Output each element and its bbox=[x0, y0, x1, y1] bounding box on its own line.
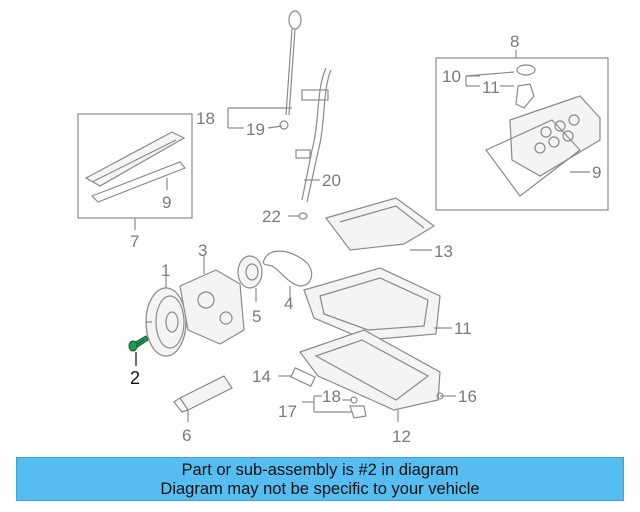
parts-diagram: 18 19 20 9 7 7 8 10 11 9 22 bbox=[77, 10, 609, 446]
valve-cover-right-part bbox=[485, 64, 601, 197]
callout-10: 10 bbox=[442, 67, 461, 86]
callout-5: 5 bbox=[252, 307, 261, 326]
timing-cover-part bbox=[179, 269, 245, 345]
dipstick-tube-part bbox=[295, 67, 332, 203]
oil-pan-lower-part bbox=[299, 329, 441, 411]
callout-13: 12 bbox=[392, 427, 411, 446]
callout-8-label: 8 bbox=[510, 32, 519, 51]
callout-4: 4 bbox=[284, 294, 293, 313]
callout-1: 1 bbox=[161, 261, 170, 280]
valve-cover-part bbox=[84, 131, 186, 203]
dipstick-part bbox=[279, 10, 302, 130]
drive-belt-part bbox=[262, 250, 313, 287]
info-banner: Part or sub-assembly is #2 in diagram Di… bbox=[16, 457, 624, 501]
callout-9a: 9 bbox=[162, 193, 171, 212]
callout-3: 3 bbox=[198, 241, 207, 260]
callout-9b: 9 bbox=[592, 163, 601, 182]
banner-line-2: Diagram may not be specific to your vehi… bbox=[160, 480, 480, 498]
callout-7: 7 bbox=[130, 232, 139, 251]
callout-6: 6 bbox=[182, 426, 191, 445]
water-pump-part bbox=[237, 255, 263, 289]
callout-17: 17 bbox=[278, 402, 297, 421]
bolt-part-highlighted[interactable] bbox=[128, 335, 149, 352]
callout-20: 19 bbox=[246, 120, 265, 139]
callout-18-label: 18 bbox=[322, 387, 341, 406]
callout-11: 11 bbox=[482, 78, 500, 97]
callout-2: 2 bbox=[130, 368, 140, 388]
callout-19: 18 bbox=[196, 109, 215, 128]
banner-line-1: Part or sub-assembly is #2 in diagram bbox=[181, 461, 459, 479]
oil-pan-upper-part bbox=[303, 267, 441, 341]
callout-14: 13 bbox=[434, 242, 453, 261]
sealant-tube-part bbox=[173, 375, 233, 413]
crank-pulley-part bbox=[145, 287, 187, 357]
callout-16: 16 bbox=[458, 387, 477, 406]
splash-shield-part bbox=[324, 197, 436, 251]
callout-21: 20 bbox=[322, 171, 341, 190]
callout-22: 22 bbox=[262, 207, 281, 226]
callout-12: 11 bbox=[454, 319, 472, 338]
callout-15: 14 bbox=[252, 367, 271, 386]
valve-cover-frame-right bbox=[435, 57, 609, 211]
